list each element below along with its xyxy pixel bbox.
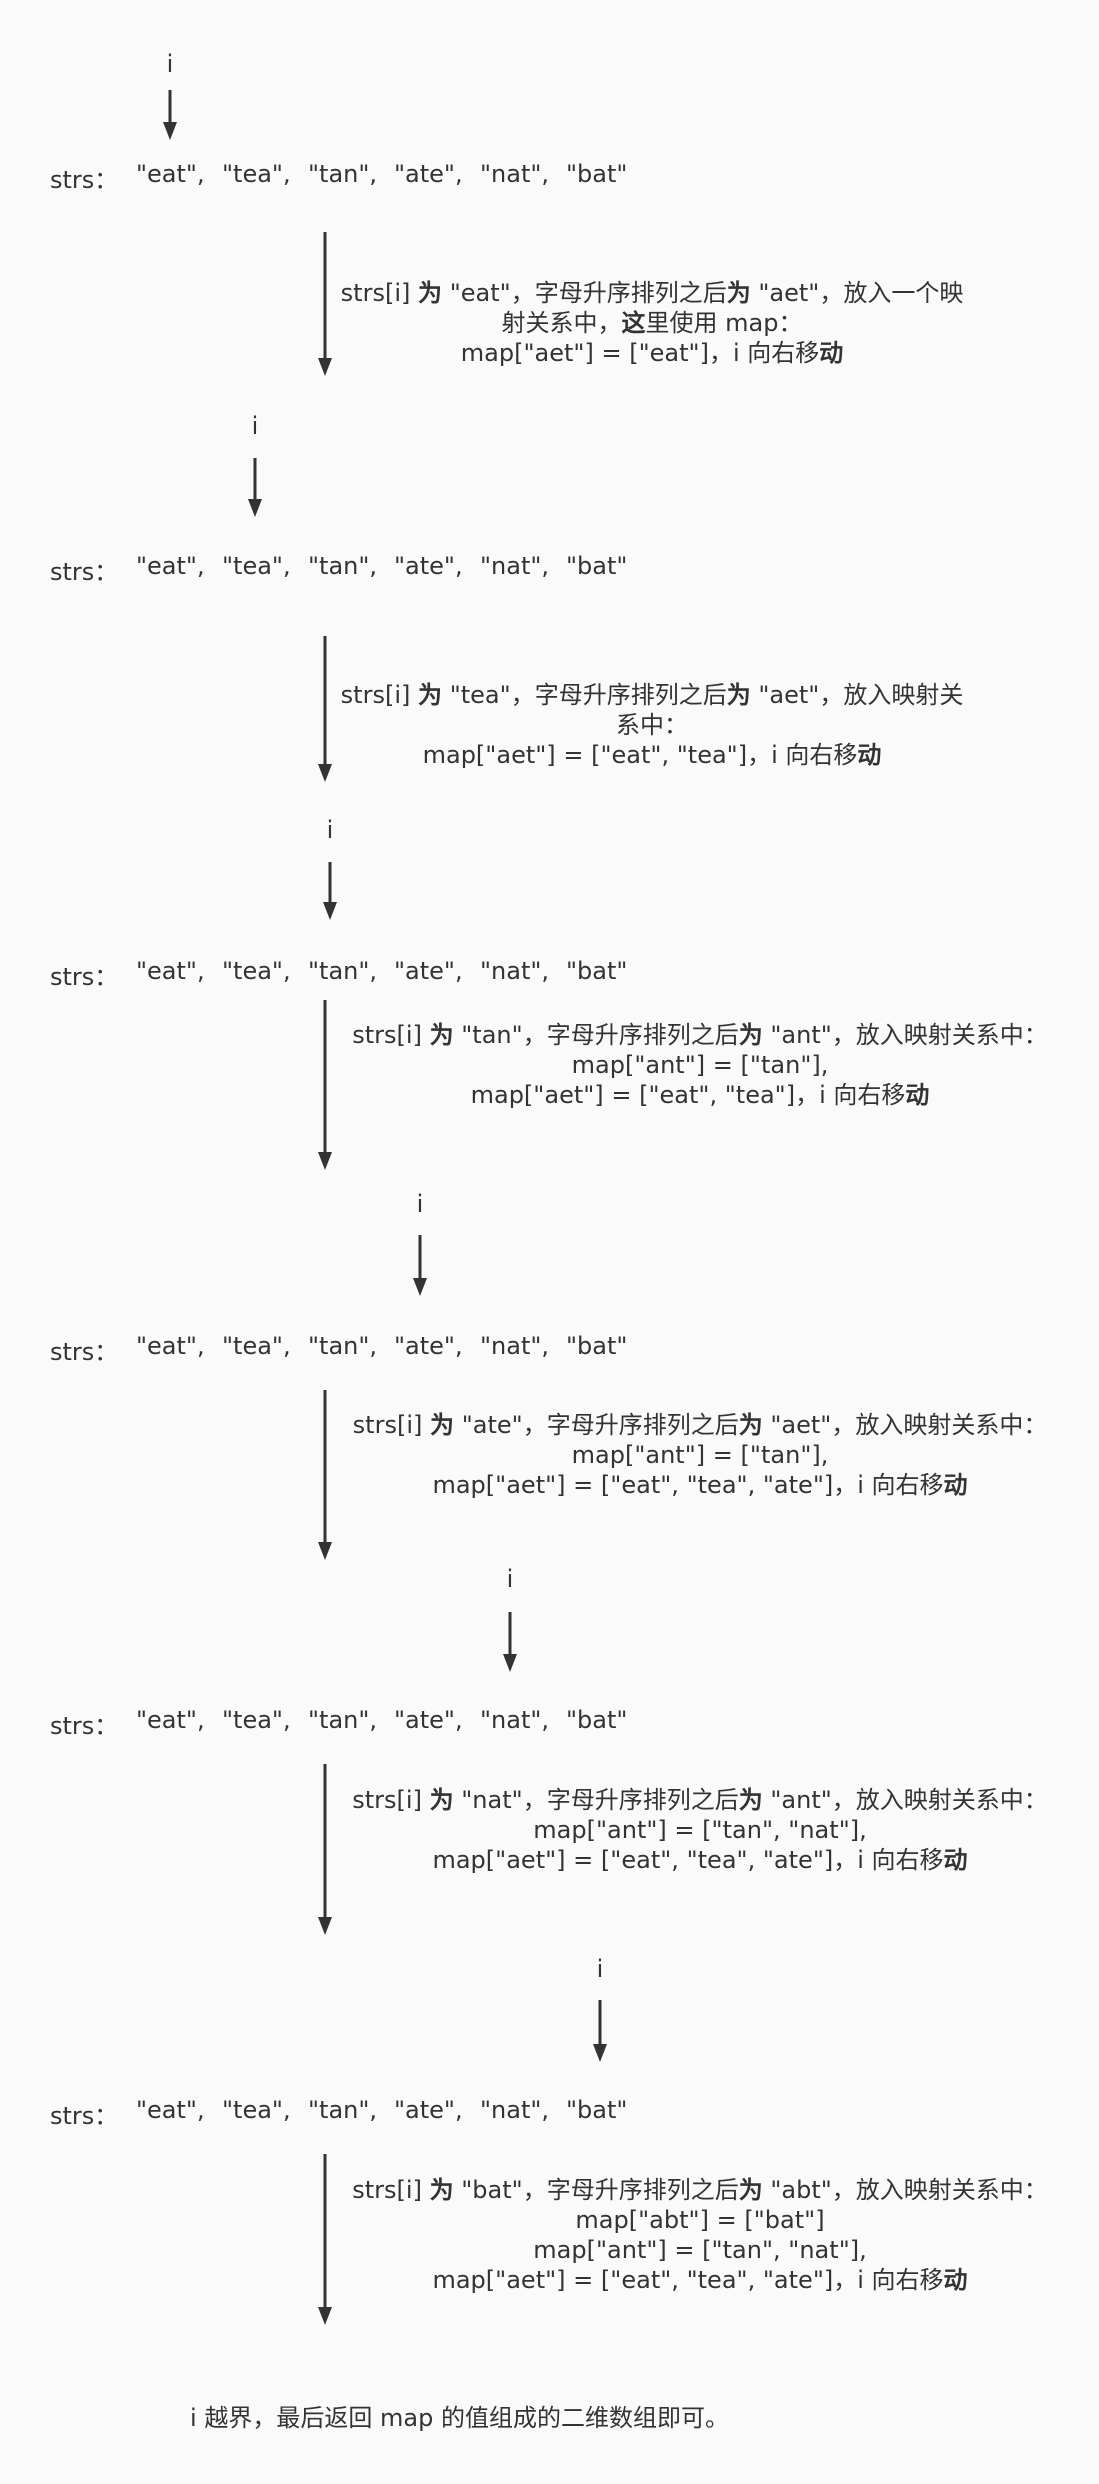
step-explanation: strs[i] 为 "nat"，字母升序排列之后为 "ant"，放入映射关系中：… — [352, 1785, 1048, 1875]
strs-item: "tea", — [222, 957, 291, 985]
strs-label: strs： — [50, 1712, 119, 1740]
strs-item: "tea", — [222, 1706, 291, 1734]
step-line: strs[i] 为 "bat"，字母升序排列之后为 "abt"，放入映射关系中： — [352, 2176, 1048, 2204]
strs-item: "bat" — [566, 2096, 628, 2124]
step-arrow — [318, 636, 332, 782]
step-line: map["ant"] = ["tan", "nat"], — [533, 2236, 867, 2264]
pointer-arrow — [593, 2000, 607, 2062]
strs-item: "eat", — [136, 1332, 205, 1360]
strs-item: "nat", — [480, 1332, 550, 1360]
step-explanation: strs[i] 为 "tan"，字母升序排列之后为 "ant"，放入映射关系中：… — [352, 1020, 1048, 1110]
pointer-arrow — [163, 90, 177, 140]
pointer-i-label: i — [596, 1955, 604, 1983]
step-line: 射关系中，这里使用 map： — [501, 309, 803, 337]
step-line: map["aet"] = ["eat", "tea", "ate"]，i 向右移… — [432, 2266, 968, 2294]
strs-label: strs： — [50, 1338, 119, 1366]
strs-item: "tea", — [222, 552, 291, 580]
strs-item: "tan", — [308, 160, 378, 188]
strs-item: "tea", — [222, 1332, 291, 1360]
strs-item: "eat", — [136, 552, 205, 580]
strs-label: strs： — [50, 558, 119, 586]
step-line: map["ant"] = ["tan"], — [571, 1441, 829, 1469]
strs-item: "bat" — [566, 1332, 628, 1360]
step-line: map["ant"] = ["tan", "nat"], — [533, 1816, 867, 1844]
step-arrow — [318, 2154, 332, 2325]
strs-item: "ate", — [394, 552, 463, 580]
pointer-i-label: i — [506, 1565, 514, 1593]
pointer-i-label: i — [416, 1190, 424, 1218]
step-arrow — [318, 232, 332, 376]
step-explanation: strs[i] 为 "eat"，字母升序排列之后为 "aet"，放入一个映射关系… — [341, 278, 964, 368]
strs-item: "bat" — [566, 1706, 628, 1734]
step-line: strs[i] 为 "eat"，字母升序排列之后为 "aet"，放入一个映 — [340, 279, 964, 307]
strs-item: "bat" — [566, 957, 628, 985]
strs-array-row: strs： "eat", "tea", "tan", "ate", "nat", "bat" — [50, 160, 670, 194]
step-arrow — [318, 1764, 332, 1935]
strs-item: "bat" — [566, 160, 628, 188]
pointer-i-label: i — [166, 50, 174, 78]
step-line: map["aet"] = ["eat", "tea"]，i 向右移动 — [470, 1081, 930, 1109]
strs-item: "nat", — [480, 160, 550, 188]
strs-array-row: strs： "eat", "tea", "tan", "ate", "nat", "bat" — [50, 957, 670, 991]
strs-array-row: strs： "eat", "tea", "tan", "ate", "nat", "bat" — [50, 1706, 670, 1740]
pointer-arrow — [323, 862, 337, 920]
step-explanation: strs[i] 为 "bat"，字母升序排列之后为 "abt"，放入映射关系中：… — [352, 2175, 1048, 2295]
strs-item: "tea", — [222, 160, 291, 188]
strs-item: "tan", — [308, 1706, 378, 1734]
strs-item: "bat" — [566, 552, 628, 580]
strs-item: "ate", — [394, 1706, 463, 1734]
strs-item: "nat", — [480, 957, 550, 985]
step-line: strs[i] 为 "tan"，字母升序排列之后为 "ant"，放入映射关系中： — [352, 1021, 1048, 1049]
step-line: strs[i] 为 "tea"，字母升序排列之后为 "aet"，放入映射关 — [340, 681, 964, 709]
strs-item: "tan", — [308, 2096, 378, 2124]
step-line: 系中： — [615, 711, 688, 739]
strs-item: "ate", — [394, 160, 463, 188]
strs-label: strs： — [50, 963, 119, 991]
strs-item: "nat", — [480, 1706, 550, 1734]
strs-label: strs： — [50, 166, 119, 194]
step-line: strs[i] 为 "ate"，字母升序排列之后为 "aet"，放入映射关系中： — [352, 1411, 1048, 1439]
strs-item: "eat", — [136, 1706, 205, 1734]
strs-item: "tan", — [308, 552, 378, 580]
step-line: map["aet"] = ["eat", "tea"]，i 向右移动 — [422, 741, 882, 769]
pointer-arrow — [413, 1235, 427, 1296]
summary-text: i 越界，最后返回 map 的值组成的二维数组即可。 — [190, 2404, 729, 2432]
strs-item: "eat", — [136, 2096, 205, 2124]
pointer-i-label: i — [326, 816, 334, 844]
strs-item: "eat", — [136, 957, 205, 985]
step-line: map["aet"] = ["eat", "tea", "ate"]，i 向右移… — [432, 1471, 968, 1499]
strs-array-row: strs： "eat", "tea", "tan", "ate", "nat", "bat" — [50, 552, 670, 586]
strs-array-row: strs： "eat", "tea", "tan", "ate", "nat", "bat" — [50, 1332, 670, 1366]
strs-item: "ate", — [394, 1332, 463, 1360]
step-line: map["aet"] = ["eat", "tea", "ate"]，i 向右移… — [432, 1846, 968, 1874]
strs-item: "nat", — [480, 552, 550, 580]
step-line: map["aet"] = ["eat"]，i 向右移动 — [460, 339, 844, 367]
strs-item: "tan", — [308, 1332, 378, 1360]
strs-label: strs： — [50, 2102, 119, 2130]
step-line: strs[i] 为 "nat"，字母升序排列之后为 "ant"，放入映射关系中： — [352, 1786, 1048, 1814]
step-line: map["ant"] = ["tan"], — [571, 1051, 829, 1079]
strs-item: "tea", — [222, 2096, 291, 2124]
strs-item: "tan", — [308, 957, 378, 985]
strs-item: "nat", — [480, 2096, 550, 2124]
strs-array-row: strs： "eat", "tea", "tan", "ate", "nat", "bat" — [50, 2096, 670, 2130]
pointer-i-label: i — [251, 412, 259, 440]
step-line: map["abt"] = ["bat"] — [575, 2206, 825, 2234]
step-explanation: strs[i] 为 "ate"，字母升序排列之后为 "aet"，放入映射关系中：… — [353, 1410, 1048, 1500]
strs-item: "eat", — [136, 160, 205, 188]
pointer-arrow — [248, 458, 262, 517]
pointer-arrow — [503, 1612, 517, 1672]
strs-item: "ate", — [394, 2096, 463, 2124]
step-arrow — [318, 1390, 332, 1560]
step-explanation: strs[i] 为 "tea"，字母升序排列之后为 "aet"，放入映射关系中：… — [341, 680, 964, 770]
strs-item: "ate", — [394, 957, 463, 985]
step-arrow — [318, 1000, 332, 1170]
